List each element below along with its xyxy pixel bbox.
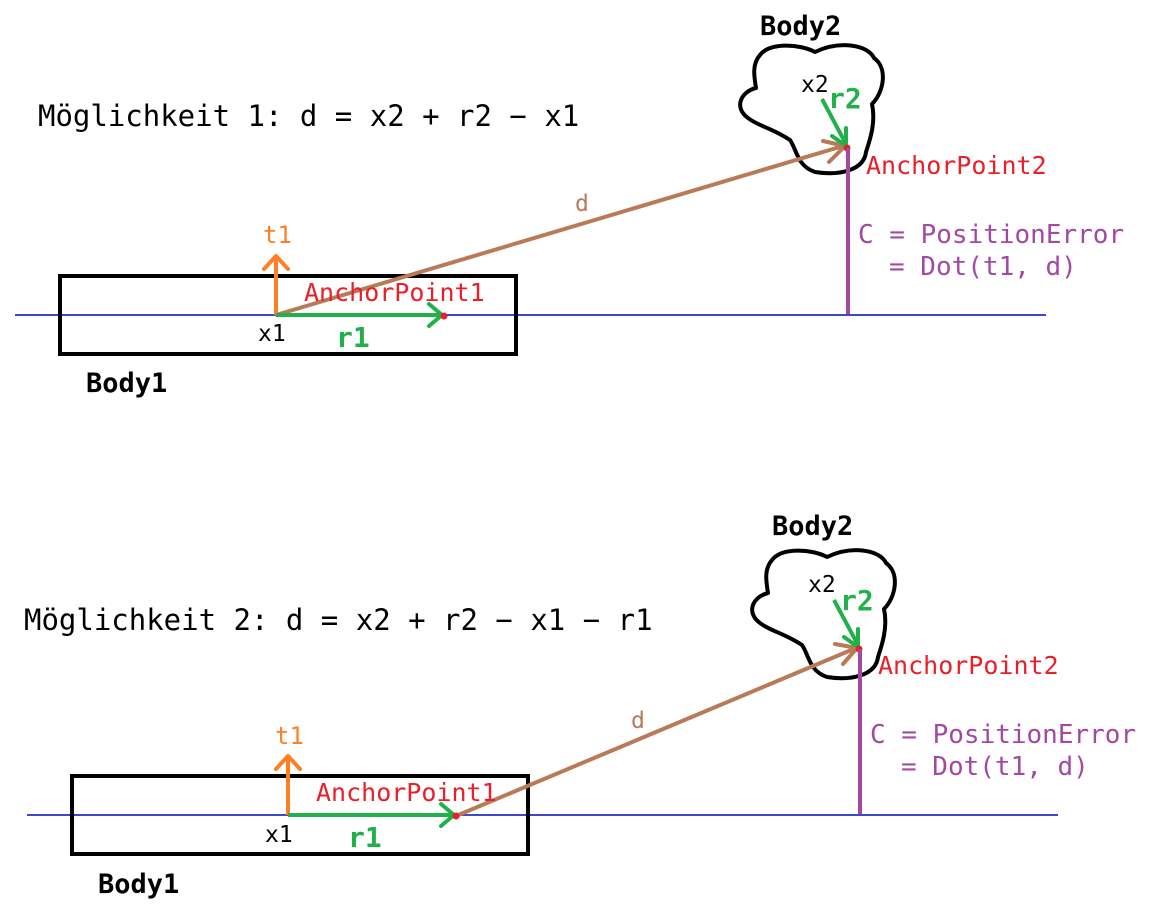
panel-1-body2-label: Body2 [760,11,841,42]
panel-2-x2-label: x2 [808,572,836,598]
panel-1-anchor1-dot [440,312,448,320]
panel-2-constraint-line2: = Dot(t1, d) [901,752,1089,782]
panel-2-r2-label: r2 [840,584,874,617]
panel-2-anchor2-label: AnchorPoint2 [878,651,1059,680]
panel-1-r2-label: r2 [828,82,862,115]
panel-2-r2-vector [832,599,860,646]
panel-2-body2-shape [750,548,897,681]
panel-1-constraint-line1: C = PositionError [858,220,1124,250]
panel-1-r2-vector [820,98,848,145]
panel-1-x2-label: x2 [801,72,829,98]
panel-2-constraint-line1: C = PositionError [870,720,1136,750]
panel-1-t1-label: t1 [263,221,292,249]
panel-2-body2-label: Body2 [772,511,853,542]
panel-2-d-label: d [631,708,645,734]
panel-2-x1-label: x1 [265,822,293,848]
panel-2-anchor1-dot [452,812,460,820]
panel-1-anchor2-label: AnchorPoint2 [866,151,1047,180]
panel-2-r1-label: r1 [348,821,382,854]
panel-1-r1-label: r1 [336,321,370,354]
panel-1: Möglichkeit 1: d = x2 + r2 − x1 Body1 Bo… [15,11,1124,399]
panel-2-title: Möglichkeit 2: d = x2 + r2 − x1 − r1 [24,603,653,637]
panel-1-body1-rect [58,274,518,356]
panel-2: Möglichkeit 2: d = x2 + r2 − x1 − r1 Bod… [24,511,1136,900]
panel-1-d-label: d [575,191,589,217]
panel-1-anchor1-label: AnchorPoint1 [304,278,485,307]
panel-2-body1-rect [70,774,530,856]
panel-1-constraint-line2: = Dot(t1, d) [889,252,1077,282]
panel-2-body1-label: Body1 [98,869,179,900]
panel-2-t1-label: t1 [275,722,304,750]
panel-1-body2-shape [738,43,885,176]
panel-2-d-vector [455,646,857,818]
panel-2-anchor1-label: AnchorPoint1 [316,778,497,807]
panel-1-d-vector [275,144,844,317]
panel-1-title: Möglichkeit 1: d = x2 + r2 − x1 [38,99,579,133]
panel-1-body1-label: Body1 [86,368,167,399]
panel-1-t1-arrowhead [262,254,290,271]
panel-1-x1-label: x1 [258,321,286,347]
panel-2-t1-arrowhead [274,754,302,771]
